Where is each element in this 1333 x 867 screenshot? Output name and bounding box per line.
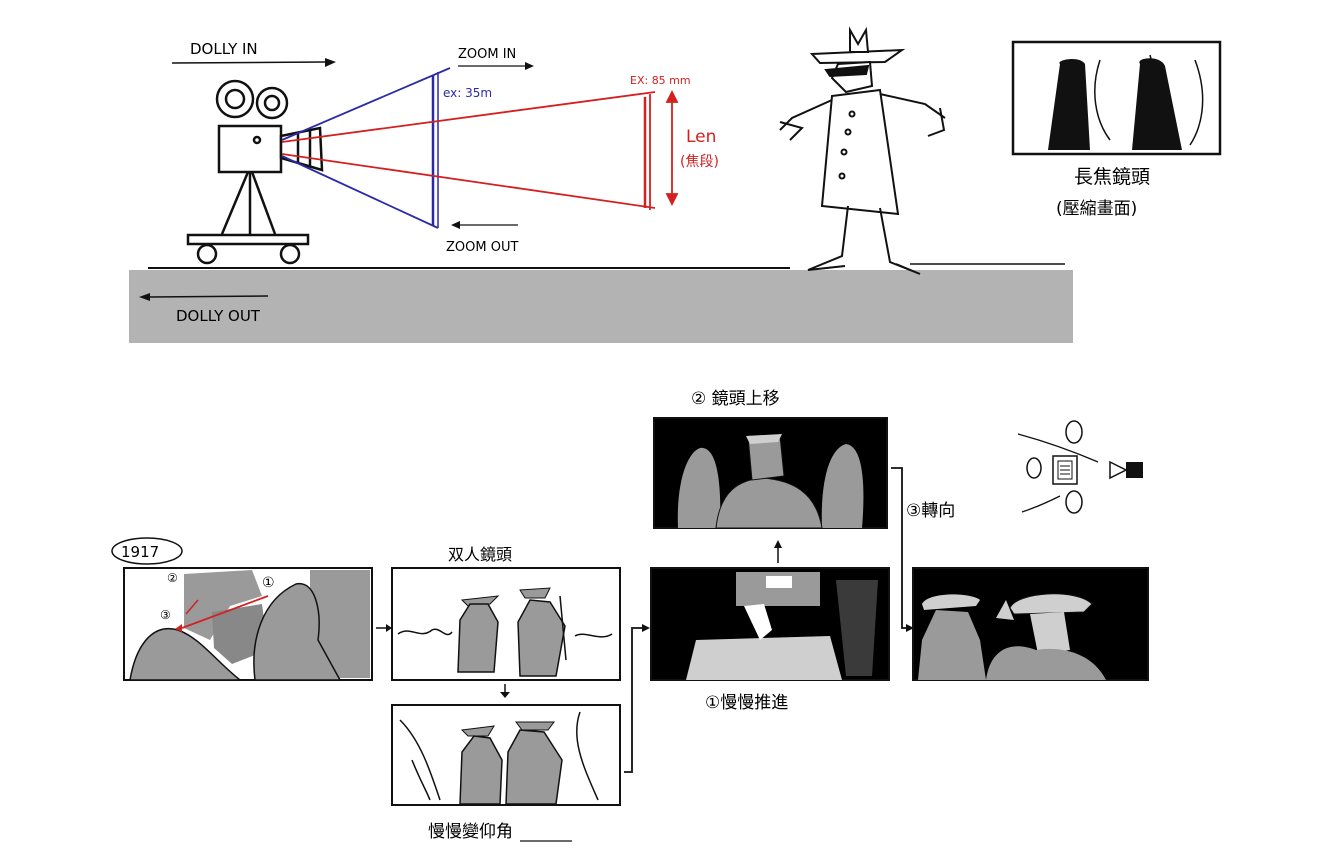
- telephoto-title: 長焦鏡頭: [1074, 166, 1150, 188]
- ground-band: [129, 270, 1073, 343]
- camera-position-icon: [1110, 462, 1143, 478]
- arrow-panel1-to-panel2: [376, 624, 392, 632]
- camera-icon: [188, 81, 322, 263]
- len-label: Len: [686, 127, 716, 147]
- connector-bracket: [624, 624, 650, 772]
- arrow-panel2-to-panel3: [500, 684, 510, 698]
- film-tag-label: 1917: [121, 543, 159, 561]
- storyboard-panel-6: [913, 568, 1148, 680]
- storyboard-panel-2: [392, 568, 620, 680]
- arrow-panel4-to-panel5: [774, 540, 782, 563]
- len-sub-label: (焦段): [680, 154, 719, 170]
- zoom-in-arrow: [458, 62, 534, 70]
- low-angle-label: 慢慢變仰角: [428, 821, 513, 842]
- step2-label: ② 鏡頭上移: [691, 389, 780, 409]
- two-shot-label: 双人鏡頭: [448, 545, 512, 564]
- storyboard-panel-1: [124, 568, 372, 680]
- tele-lens-frustum: [282, 92, 677, 210]
- zoom-out-arrow: [451, 221, 518, 229]
- storyboard-panel-3: [392, 705, 620, 805]
- panel1-marker-2: ②: [167, 571, 178, 585]
- dolly-out-label: DOLLY OUT: [176, 307, 261, 325]
- step1-label: ①慢慢推進: [705, 692, 788, 713]
- zoom-in-label: ZOOM IN: [458, 47, 516, 62]
- zoom-out-label: ZOOM OUT: [446, 240, 518, 255]
- panel1-marker-1: ①: [262, 575, 275, 591]
- storyboard-panel-4: [651, 568, 889, 680]
- panel1-marker-3: ③: [160, 608, 171, 622]
- tele-lens-label: EX: 85 mm: [630, 74, 691, 87]
- dolly-in-arrow: [172, 58, 336, 67]
- telephoto-frame: [1013, 42, 1220, 154]
- dolly-in-label: DOLLY IN: [190, 40, 258, 58]
- wide-lens-label: ex: 35m: [443, 86, 492, 100]
- connector-turn: [891, 468, 914, 632]
- telephoto-subtitle: (壓縮畫面): [1056, 199, 1137, 219]
- blocking-diagram: [1018, 421, 1143, 513]
- storyboard-panel-5: [654, 418, 887, 528]
- subject-figure: [780, 30, 945, 274]
- step3-label: ③轉向: [906, 501, 955, 521]
- map-table-icon: [1053, 456, 1077, 484]
